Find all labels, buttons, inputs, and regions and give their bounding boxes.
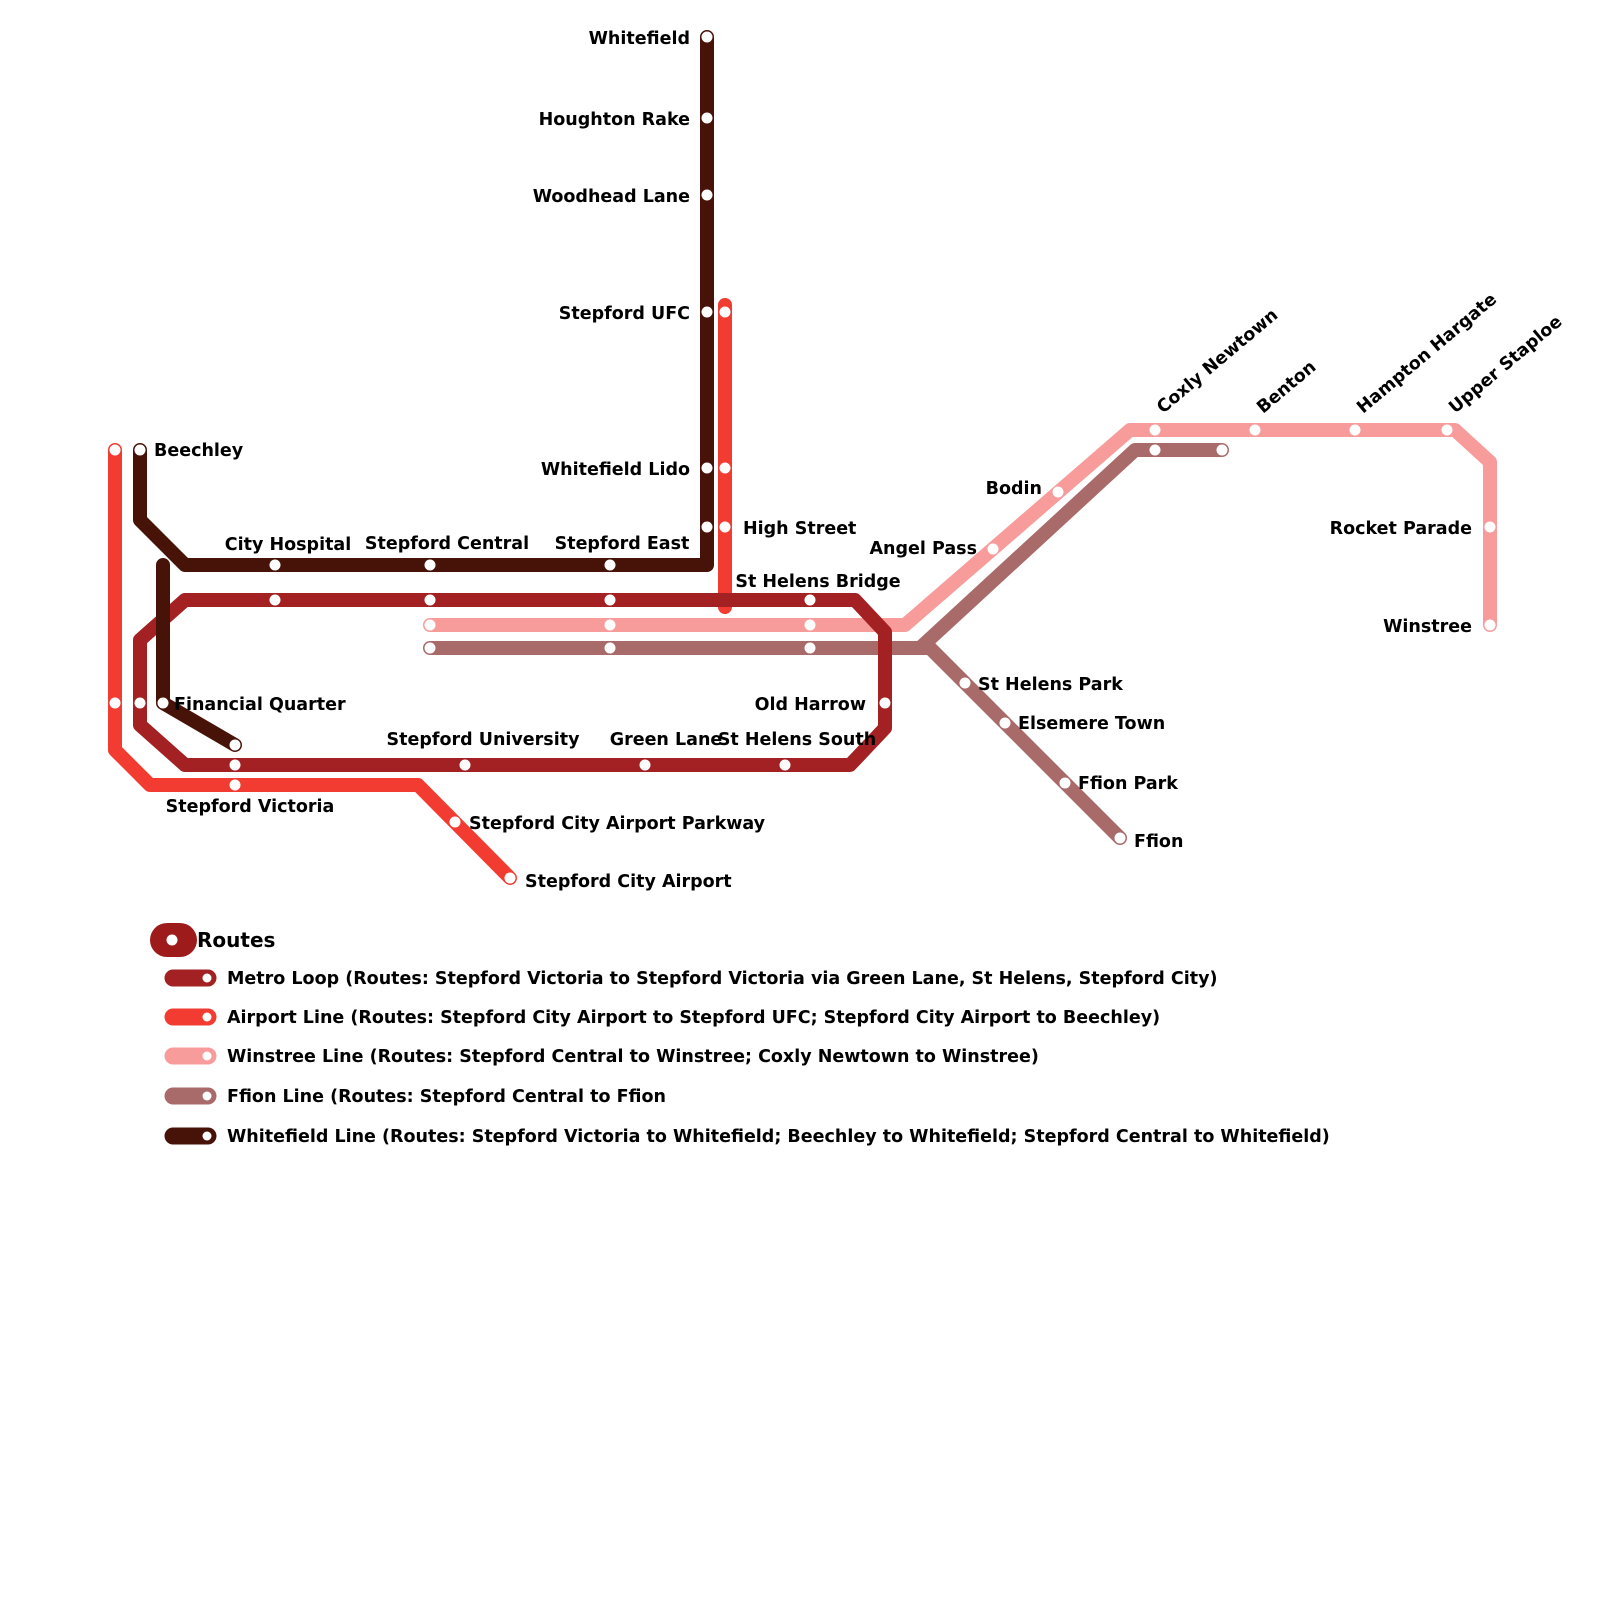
station-dot bbox=[719, 521, 731, 533]
station-dot bbox=[701, 521, 713, 533]
station-dot bbox=[701, 462, 713, 474]
station-dot bbox=[109, 444, 121, 456]
station-label: Stepford UFC bbox=[559, 304, 690, 324]
station-dot bbox=[229, 739, 241, 751]
station-label: Whitefield Lido bbox=[541, 460, 690, 480]
legend-swatch-dot bbox=[202, 1051, 212, 1061]
station-dot bbox=[449, 816, 461, 828]
legend-swatch-dot bbox=[202, 1012, 212, 1022]
legend-item-label: Winstree Line (Routes: Stepford Central … bbox=[227, 1047, 1039, 1067]
station-dot bbox=[269, 594, 281, 606]
station-dot bbox=[1484, 521, 1496, 533]
station-label: Bodin bbox=[986, 479, 1042, 499]
station-dot bbox=[701, 112, 713, 124]
station-dot bbox=[804, 642, 816, 654]
station-label: High Street bbox=[743, 519, 856, 539]
station-label: Beechley bbox=[154, 441, 244, 461]
station-label: Angel Pass bbox=[870, 539, 978, 559]
station-dot bbox=[719, 306, 731, 318]
station-dot bbox=[424, 642, 436, 654]
station-label: City Hospital bbox=[225, 535, 352, 555]
legend-swatch-dot bbox=[202, 1131, 212, 1141]
station-dot bbox=[719, 462, 731, 474]
station-dot bbox=[424, 559, 436, 571]
legend-item-label: Metro Loop (Routes: Stepford Victoria to… bbox=[227, 969, 1218, 989]
legend-item-label: Airport Line (Routes: Stepford City Airp… bbox=[227, 1008, 1160, 1028]
station-dot bbox=[604, 559, 616, 571]
station-dot bbox=[604, 642, 616, 654]
legend-item-label: Whitefield Line (Routes: Stepford Victor… bbox=[227, 1127, 1330, 1147]
station-dot bbox=[1349, 424, 1361, 436]
station-label: Stepford Central bbox=[365, 534, 529, 554]
station-dot bbox=[504, 872, 516, 884]
station-label: St Helens Park bbox=[978, 675, 1123, 695]
station-dot bbox=[804, 594, 816, 606]
legend-swatch-dot bbox=[202, 973, 212, 983]
station-label: Financial Quarter bbox=[174, 695, 346, 715]
station-dot bbox=[804, 619, 816, 631]
station-label: St Helens South bbox=[718, 730, 876, 750]
station-label: Houghton Rake bbox=[539, 110, 691, 130]
station-dot bbox=[639, 759, 651, 771]
station-dot bbox=[701, 31, 713, 43]
station-dot bbox=[134, 697, 146, 709]
station-dot bbox=[109, 697, 121, 709]
station-dot bbox=[604, 594, 616, 606]
station-dot bbox=[269, 559, 281, 571]
station-dot bbox=[229, 759, 241, 771]
station-dot bbox=[879, 697, 891, 709]
station-dot bbox=[1441, 424, 1453, 436]
station-dot bbox=[701, 189, 713, 201]
station-label: St Helens Bridge bbox=[735, 572, 900, 592]
station-dot bbox=[1052, 486, 1064, 498]
station-label: Woodhead Lane bbox=[533, 187, 690, 207]
line-winstree-line-path-0 bbox=[423, 423, 1497, 632]
station-label: Ffion Park bbox=[1078, 774, 1178, 794]
station-dot bbox=[459, 759, 471, 771]
station-dot bbox=[604, 619, 616, 631]
station-dot bbox=[134, 444, 146, 456]
legend-title: Routes bbox=[197, 928, 275, 952]
station-dot bbox=[1059, 777, 1071, 789]
station-dot bbox=[999, 717, 1011, 729]
station-label: Old Harrow bbox=[755, 695, 866, 715]
station-dot bbox=[157, 697, 169, 709]
station-dot bbox=[987, 543, 999, 555]
station-dot bbox=[959, 677, 971, 689]
station-label: Stepford City Airport bbox=[525, 872, 732, 892]
station-dot bbox=[1149, 424, 1161, 436]
station-dot bbox=[1114, 832, 1126, 844]
station-label: Stepford Victoria bbox=[166, 797, 335, 817]
station-label: Elsemere Town bbox=[1018, 714, 1165, 734]
station-label: Whitefield bbox=[589, 29, 690, 49]
line-whitefield-line-path-0 bbox=[133, 30, 714, 572]
legend-item-label: Ffion Line (Routes: Stepford Central to … bbox=[227, 1087, 666, 1107]
station-label: Stepford University bbox=[386, 730, 580, 750]
station-dots bbox=[109, 31, 1496, 884]
station-label: Stepford East bbox=[555, 534, 690, 554]
line-airport-line-path-0 bbox=[108, 443, 517, 885]
station-label: Stepford City Airport Parkway bbox=[469, 814, 766, 834]
legend-swatch-dot bbox=[202, 1091, 212, 1101]
station-dot bbox=[424, 619, 436, 631]
station-dot bbox=[1249, 424, 1261, 436]
station-dot bbox=[1216, 444, 1228, 456]
station-dot bbox=[701, 306, 713, 318]
station-label: Rocket Parade bbox=[1330, 519, 1472, 539]
station-label: Green Lane bbox=[610, 730, 723, 750]
station-label: Winstree bbox=[1383, 617, 1472, 637]
station-dot bbox=[1484, 619, 1496, 631]
legend-title-dot bbox=[166, 934, 178, 946]
station-label: Ffion bbox=[1134, 832, 1183, 852]
station-dot bbox=[229, 779, 241, 791]
station-dot bbox=[779, 759, 791, 771]
station-dot bbox=[424, 594, 436, 606]
line-ffion-line-path-1 bbox=[913, 443, 1229, 655]
station-dot bbox=[1149, 444, 1161, 456]
line-metro-loop-path-0 bbox=[133, 593, 892, 772]
route-lines bbox=[108, 30, 1497, 885]
